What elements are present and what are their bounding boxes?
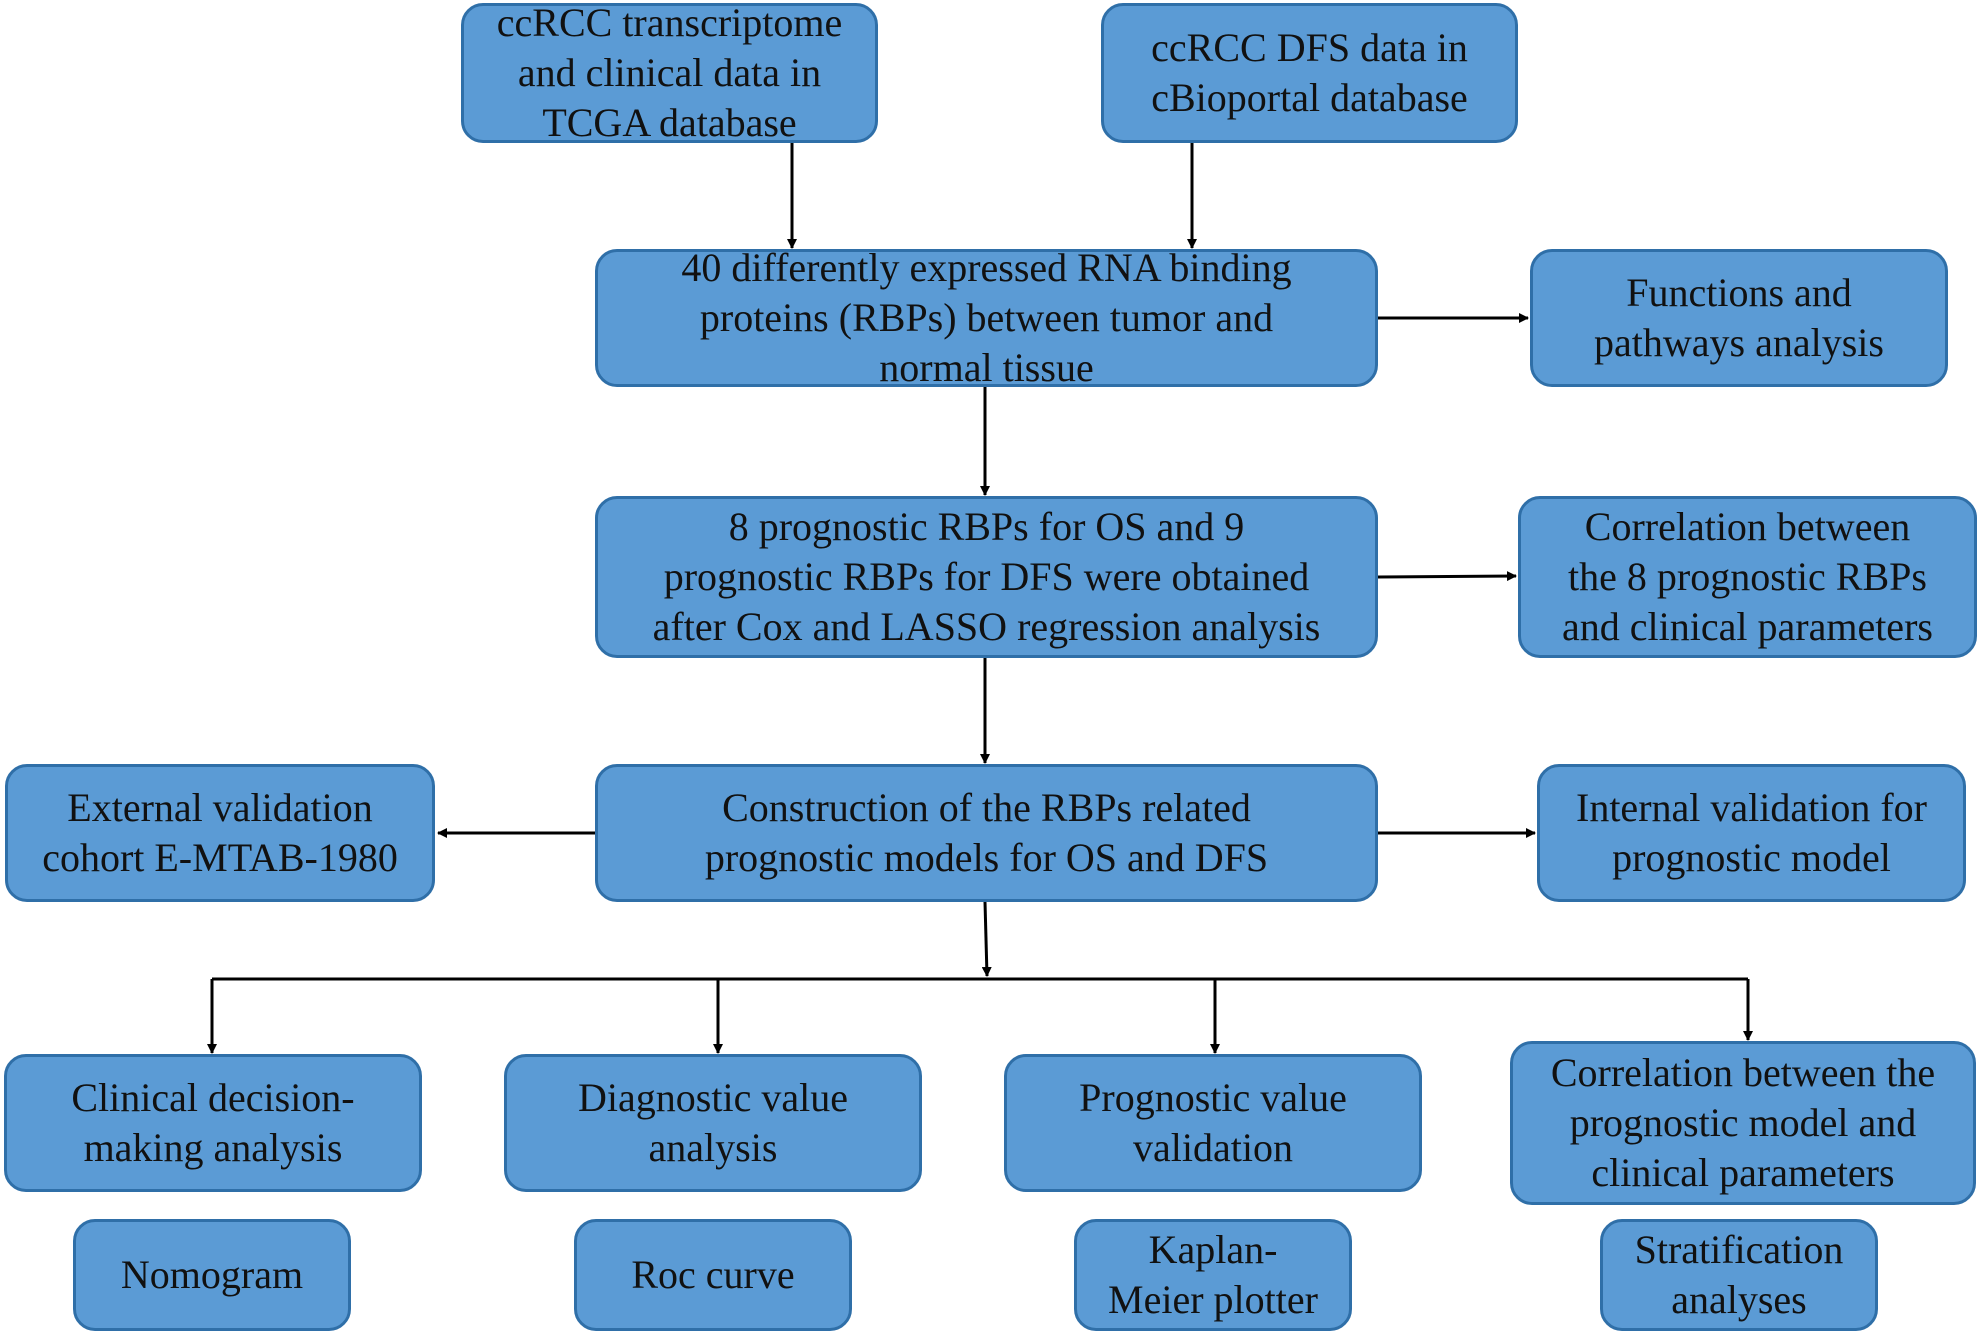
node-nomogram-label: Nomogram — [120, 1252, 304, 1297]
node-internal-validation: Internal validation for prognostic model — [1537, 764, 1966, 902]
node-correlation-rbps-label: Correlation between the 8 prognostic RBP… — [1562, 504, 1933, 649]
node-kaplan-meier: Kaplan- Meier plotter — [1074, 1219, 1352, 1331]
node-kaplan-meier-label: Kaplan- Meier plotter — [1108, 1227, 1318, 1322]
node-external-validation: External validation cohort E-MTAB-1980 — [5, 764, 435, 902]
node-roc-curve-label: Roc curve — [631, 1252, 795, 1297]
node-stratification-label: Stratification analyses — [1634, 1227, 1844, 1322]
node-cbioportal: ccRCC DFS data in cBioportal database — [1101, 3, 1518, 143]
node-prognostic-value-label: Prognostic value validation — [1079, 1075, 1347, 1170]
node-construction-label: Construction of the RBPs related prognos… — [704, 785, 1269, 880]
node-deg-rbps-label: 40 differently expressed RNA binding pro… — [681, 249, 1292, 387]
node-prognostic-rbps: 8 prognostic RBPs for OS and 9 prognosti… — [595, 496, 1378, 658]
node-nomogram: Nomogram — [73, 1219, 351, 1331]
node-roc-curve: Roc curve — [574, 1219, 852, 1331]
node-prognostic-value: Prognostic value validation — [1004, 1054, 1422, 1192]
node-external-validation-label: External validation cohort E-MTAB-1980 — [42, 785, 398, 880]
node-functions-label: Functions and pathways analysis — [1594, 270, 1884, 365]
node-diagnostic-value-label: Diagnostic value analysis — [578, 1075, 848, 1170]
arrow-prognostic-to-correlation — [1377, 571, 1517, 582]
node-clinical-decision: Clinical decision- making analysis — [4, 1054, 422, 1192]
node-functions: Functions and pathways analysis — [1530, 249, 1948, 387]
node-correlation-model: Correlation between the prognostic model… — [1510, 1041, 1976, 1205]
node-prognostic-rbps-label: 8 prognostic RBPs for OS and 9 prognosti… — [652, 504, 1321, 649]
node-correlation-model-label: Correlation between the prognostic model… — [1550, 1050, 1936, 1195]
node-stratification: Stratification analyses — [1600, 1219, 1878, 1331]
arrow-construction-to-branch — [981, 901, 992, 977]
node-diagnostic-value: Diagnostic value analysis — [504, 1054, 922, 1192]
node-deg-rbps: 40 differently expressed RNA binding pro… — [595, 249, 1378, 387]
node-tcga-label: ccRCC transcriptome and clinical data in… — [496, 3, 843, 143]
node-correlation-rbps: Correlation between the 8 prognostic RBP… — [1518, 496, 1977, 658]
node-internal-validation-label: Internal validation for prognostic model — [1576, 785, 1927, 880]
node-tcga: ccRCC transcriptome and clinical data in… — [461, 3, 878, 143]
node-construction: Construction of the RBPs related prognos… — [595, 764, 1378, 902]
node-cbioportal-label: ccRCC DFS data in cBioportal database — [1151, 25, 1468, 120]
node-clinical-decision-label: Clinical decision- making analysis — [71, 1075, 355, 1170]
